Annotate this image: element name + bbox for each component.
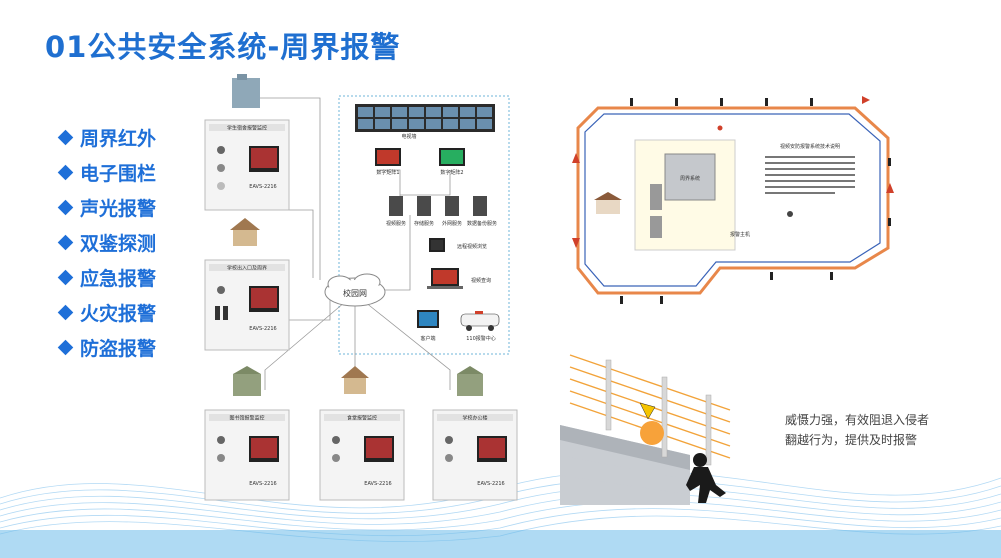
feature-item: 防盗报警 [56, 330, 156, 365]
fence-posts [605, 359, 712, 466]
diamond-bullet-icon [57, 339, 74, 356]
device-model: EAVS-2216 [249, 481, 276, 487]
campus-network-cloud: 校园网 [324, 273, 386, 307]
video-wall-label: 电视墙 [401, 133, 416, 140]
fence-controller [640, 421, 664, 445]
svg-text:数据备份服务: 数据备份服务 [467, 220, 497, 227]
laptop-icon: 视频查询 [427, 268, 491, 289]
node-label: 学校出入口及周界 [227, 265, 267, 272]
feature-item: 应急报警 [56, 260, 156, 295]
equipment-rack [650, 216, 662, 238]
svg-text:远程视频浏览: 远程视频浏览 [457, 243, 487, 250]
remote-view-terminal: 远程视频浏览 [429, 238, 487, 252]
gate-house-icon [594, 192, 622, 214]
node-panel-office: 学校办公楼 EAVS-2216 [432, 409, 518, 501]
diamond-bullet-icon [57, 129, 74, 146]
svg-text:视频查询: 视频查询 [471, 277, 491, 284]
building-icon [233, 366, 261, 396]
perimeter-track-inner [584, 113, 881, 287]
perimeter-plan-diagram: 周界系统 视频安防报警系统技术说明 报警主机 [572, 96, 894, 304]
police-car-icon: 110报警中心 [460, 311, 500, 342]
node-label: 学生宿舍报警监控 [227, 125, 267, 132]
node-label: 食堂报警监控 [347, 415, 377, 422]
video-wall: 电视墙 [355, 104, 495, 140]
diamond-bullet-icon [57, 164, 74, 181]
node-label: 图书馆报警监控 [229, 415, 264, 422]
node-panel-library: 图书馆报警监控 EAVS-2216 [204, 409, 290, 501]
device-model: EAVS-2216 [364, 481, 391, 487]
feature-label: 声光报警 [80, 198, 157, 220]
workstation-2: 数字矩阵2 [439, 148, 465, 176]
caption-line: 翻越行为，提供及时报警 [785, 433, 918, 447]
server-room-frame [338, 95, 510, 355]
device-model: EAVS-2216 [249, 184, 276, 190]
workstation-1: 数字矩阵1 [375, 148, 401, 176]
page-title: 01公共安全系统-周界报警 [45, 30, 401, 64]
house-icon [341, 366, 369, 394]
device-model: EAVS-2216 [249, 326, 276, 332]
feature-item: 电子围栏 [56, 155, 156, 190]
svg-text:外网服务: 外网服务 [442, 220, 462, 227]
node-panel-canteen: 食堂报警监控 EAVS-2216 [319, 409, 405, 501]
diamond-bullet-icon [57, 234, 74, 251]
svg-text:110报警中心: 110报警中心 [466, 335, 496, 342]
diamond-bullet-icon [57, 269, 74, 286]
patrol-arrows [572, 96, 894, 248]
perimeter-track-outer [576, 106, 890, 295]
alarm-light-icon [717, 125, 723, 131]
electric-fence-illustration [560, 354, 731, 505]
node-label: 学校办公楼 [462, 415, 487, 422]
feature-item: 声光报警 [56, 190, 156, 225]
feature-label: 防盗报警 [80, 338, 157, 360]
intruder-silhouette-icon [686, 453, 726, 503]
legend-title: 视频安防报警系统技术说明 [780, 143, 840, 150]
feature-label: 应急报警 [80, 268, 157, 290]
sensor-markers [620, 98, 891, 304]
svg-text:周界系统: 周界系统 [680, 175, 700, 182]
server-rack: 视频服务 存储服务 外网服务 数据备份服务 [386, 196, 497, 227]
legend-lines [765, 156, 855, 194]
device-model: EAVS-2216 [477, 481, 504, 487]
campus-network-label: 校园网 [343, 288, 367, 298]
network-topology-diagram: 学生宿舍报警监控 EAVS-2216 学校出入口及周界 EAVS-2216 图书… [204, 74, 518, 501]
feature-list: 周界红外 电子围栏 声光报警 双鉴探测 应急报警 火灾报警 防盗报警 [56, 120, 156, 365]
svg-text:报警主机: 报警主机 [730, 231, 750, 238]
feature-item: 火灾报警 [56, 295, 156, 330]
node-panel-dormitory: 学生宿舍报警监控 EAVS-2216 [204, 119, 290, 211]
caption-line: 威慑力强，有效阻退入侵者 [785, 413, 930, 427]
office-building-icon [232, 74, 260, 108]
decorative-wave [0, 470, 1001, 558]
building-icon [457, 366, 483, 396]
diamond-bullet-icon [57, 304, 74, 321]
feature-label: 火灾报警 [80, 303, 157, 325]
svg-text:存储服务: 存储服务 [414, 220, 434, 227]
feature-item: 双鉴探测 [56, 225, 156, 260]
feature-label: 电子围栏 [80, 163, 157, 185]
feature-label: 周界红外 [80, 128, 157, 150]
workstation-label: 数字矩阵1 [376, 169, 399, 176]
workstation-label: 数字矩阵2 [440, 169, 463, 176]
house-icon [230, 218, 260, 246]
equipment-rack [650, 184, 662, 210]
feature-item: 周界红外 [56, 120, 156, 155]
svg-text:客户端: 客户端 [420, 335, 435, 342]
warning-sign-icon [639, 402, 656, 420]
svg-text:视频服务: 视频服务 [386, 220, 406, 227]
feature-label: 双鉴探测 [80, 233, 157, 255]
node-panel-entrance: 学校出入口及周界 EAVS-2216 [204, 259, 290, 351]
camera-icon [787, 211, 793, 217]
client-terminal: 客户端 [417, 310, 439, 342]
control-room-box [664, 153, 716, 201]
fence-caption: 威慑力强，有效阻退入侵者 翻越行为，提供及时报警 [785, 410, 975, 450]
diamond-bullet-icon [57, 199, 74, 216]
